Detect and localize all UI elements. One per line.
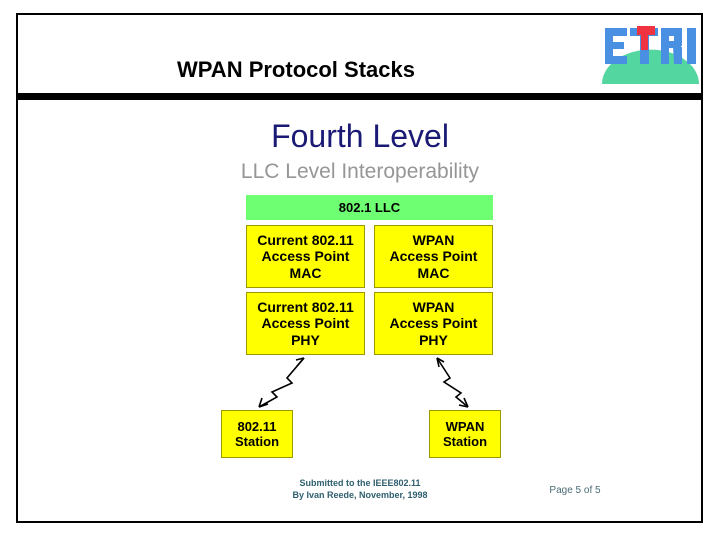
section-heading: Fourth Level: [271, 118, 449, 154]
etri-logo-accent-stem: [641, 34, 648, 50]
node-ap-mac-wpan: WPAN Access Point MAC: [374, 225, 493, 288]
radio-link-wpan: [436, 357, 469, 408]
footer-note-line1: Submitted to the IEEE802.11: [299, 478, 421, 488]
radio-link-80211: [258, 357, 305, 408]
etri-logo-accent: [637, 26, 655, 35]
node-station-80211: 802.11 Station: [221, 410, 293, 458]
node-ap-phy-wpan: WPAN Access Point PHY: [374, 292, 493, 355]
footer-note-line2: By Ivan Reede, November, 1998: [292, 490, 428, 501]
footer-note: Submitted to the IEEE802.11 By Ivan Reed…: [200, 477, 520, 501]
footer-page-number: Page 5 of 5: [549, 485, 601, 496]
slide-header: WPAN Protocol Stacks: [16, 13, 703, 94]
page-title: WPAN Protocol Stacks: [177, 57, 415, 82]
section-subheading: LLC Level Interoperability: [240, 160, 480, 183]
header-divider: [16, 93, 703, 100]
node-ap-mac-80211: Current 802.11 Access Point MAC: [246, 225, 365, 288]
node-llc: 802.1 LLC: [246, 195, 493, 220]
node-station-wpan: WPAN Station: [429, 410, 501, 458]
node-ap-phy-80211: Current 802.11 Access Point PHY: [246, 292, 365, 355]
etri-logo: [602, 26, 699, 84]
